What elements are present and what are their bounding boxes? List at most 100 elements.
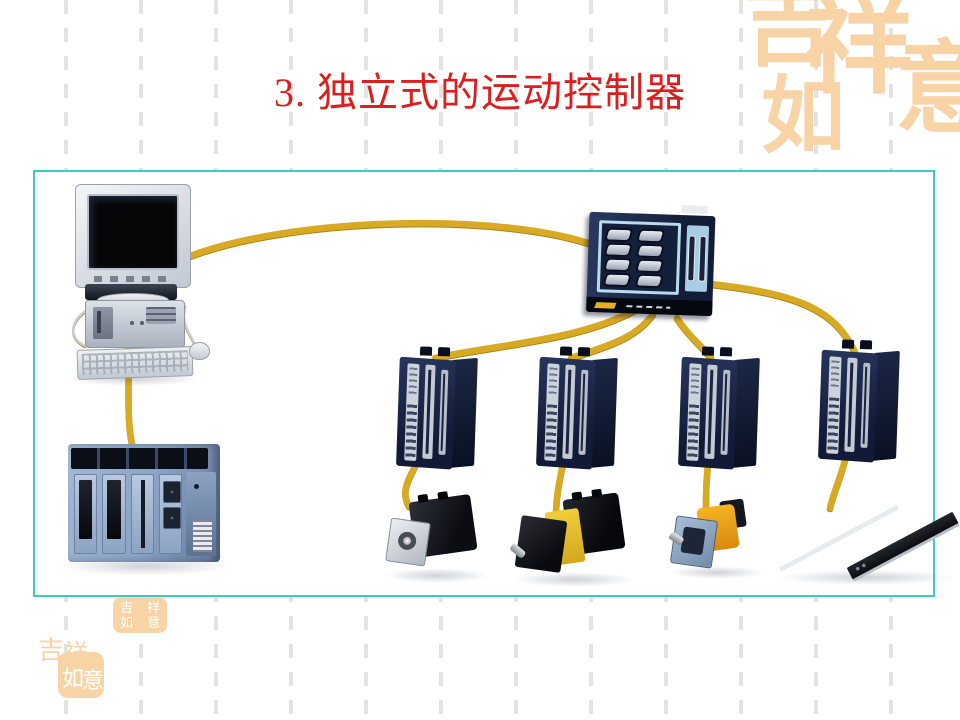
- motion-controller: [586, 197, 716, 317]
- drive-top-connector: [701, 346, 715, 356]
- pc-reset-button: [140, 321, 144, 325]
- shadow: [777, 570, 957, 585]
- seal-char: 意: [146, 615, 160, 630]
- controller-body: [586, 211, 716, 317]
- controller-logo: [594, 302, 617, 309]
- seal-char: 意: [82, 668, 105, 693]
- drive-front-panel: [536, 356, 596, 470]
- drive-terminal-strip: [544, 363, 560, 462]
- drive-top-connector: [437, 347, 451, 357]
- motion-control-diagram: [33, 170, 960, 597]
- controller-connector-column: [634, 228, 666, 289]
- pc-gray-cable: [72, 308, 89, 348]
- servo-motor-yellow: [514, 492, 626, 580]
- controller-front-panel: [596, 220, 682, 295]
- servo-drive-1: [396, 346, 478, 470]
- cable-controller-to-drive1: [431, 306, 639, 362]
- pc-drive-bays: [146, 307, 176, 324]
- drive-top-connector: [419, 346, 433, 356]
- dsub-connector: [634, 273, 665, 288]
- keyboard-keys: [81, 350, 189, 375]
- motor-flange: [514, 515, 568, 573]
- drive-slot-strip: [860, 362, 871, 449]
- seal-char: 如: [761, 71, 846, 164]
- dsub-connector: [634, 258, 665, 273]
- drive-slot-strip: [704, 364, 718, 460]
- plc-label: [193, 520, 212, 552]
- drive-terminal-strip: [826, 356, 842, 455]
- seal-char: 祥: [64, 641, 88, 667]
- servo-drive-4: [818, 339, 900, 463]
- vertical-connector: [687, 235, 696, 282]
- plc-port: [162, 507, 181, 529]
- plc-top-band: [71, 448, 208, 469]
- dsub-connector: [603, 241, 634, 257]
- dsub-connector: [603, 226, 634, 242]
- seal-char: 祥: [146, 600, 160, 615]
- monitor-screen: [87, 194, 179, 270]
- pc-case-door: [93, 307, 113, 339]
- plc-module-window: [102, 474, 126, 554]
- cable-drive4-to-rails: [826, 456, 849, 512]
- seal-char: 意: [895, 34, 960, 145]
- seal-char: 吉: [38, 636, 65, 665]
- plc-module-ports: [158, 474, 182, 554]
- plc-module-rack: [68, 444, 220, 562]
- drive-terminal-strip: [404, 363, 420, 462]
- drive-front-panel: [678, 356, 738, 470]
- drive-slot-strip: [562, 364, 576, 460]
- dsub-connector: [602, 271, 633, 287]
- drive-terminal-strip: [686, 363, 702, 462]
- drive-slot-strip: [438, 369, 449, 456]
- plc-screw: [194, 484, 199, 489]
- cable-pc-to-controller: [181, 219, 601, 262]
- drive-slot-strip: [422, 364, 436, 460]
- pc-power-button: [130, 321, 134, 325]
- shadow: [513, 572, 635, 587]
- drive-top-connector: [841, 339, 855, 349]
- seal-calligraphy-artwork: 吉 祥 如 意: [735, 0, 960, 188]
- plc-module-slot: [130, 474, 154, 554]
- seal-stamp-large: 吉 祥 如 意: [38, 638, 104, 698]
- servo-motor-black: [385, 492, 480, 574]
- monitor-buttons: [94, 276, 172, 282]
- shadow: [669, 566, 765, 579]
- seal-char: 吉: [743, 0, 836, 77]
- motor-flange: [669, 515, 719, 569]
- seal-char: 吉: [119, 600, 133, 615]
- servo-drive-2: [536, 346, 618, 470]
- drive-top-connector: [577, 347, 591, 357]
- plc-modules: [74, 474, 182, 554]
- slide-title: 3. 独立式的运动控制器: [274, 70, 686, 115]
- dsub-connector: [602, 256, 633, 272]
- seal-char: 祥: [805, 0, 914, 107]
- seal-char: 如: [62, 666, 85, 691]
- cable-controller-to-drive4: [707, 280, 859, 356]
- drive-slot-strip: [720, 369, 731, 456]
- drive-top-connector: [859, 340, 873, 350]
- seal-stamp-small: 吉 祥 如 意: [113, 597, 167, 633]
- drive-top-connector: [559, 346, 573, 356]
- dsub-connector: [635, 228, 666, 243]
- crt-monitor: [75, 184, 191, 288]
- plc-module-window: [74, 474, 98, 554]
- pc-case: [85, 300, 185, 348]
- controller-side-connectors: [684, 225, 710, 292]
- mouse-cable: [182, 304, 197, 346]
- vertical-connector: [698, 235, 707, 282]
- plc-port: [162, 481, 181, 503]
- servo-motor-orange: [669, 498, 749, 572]
- mouse: [189, 342, 210, 360]
- drive-top-connector: [719, 347, 733, 357]
- linear-motor-rails: [771, 490, 960, 585]
- drive-front-panel: [396, 356, 456, 470]
- seal-char: 如: [119, 615, 133, 630]
- keyboard: [76, 345, 194, 381]
- controller-connector-column: [602, 226, 634, 287]
- drive-front-panel: [818, 349, 878, 463]
- drive-slot-strip: [578, 369, 589, 456]
- plc-side-panel: [186, 472, 216, 556]
- servo-drive-3: [678, 346, 760, 470]
- shadow: [385, 568, 489, 583]
